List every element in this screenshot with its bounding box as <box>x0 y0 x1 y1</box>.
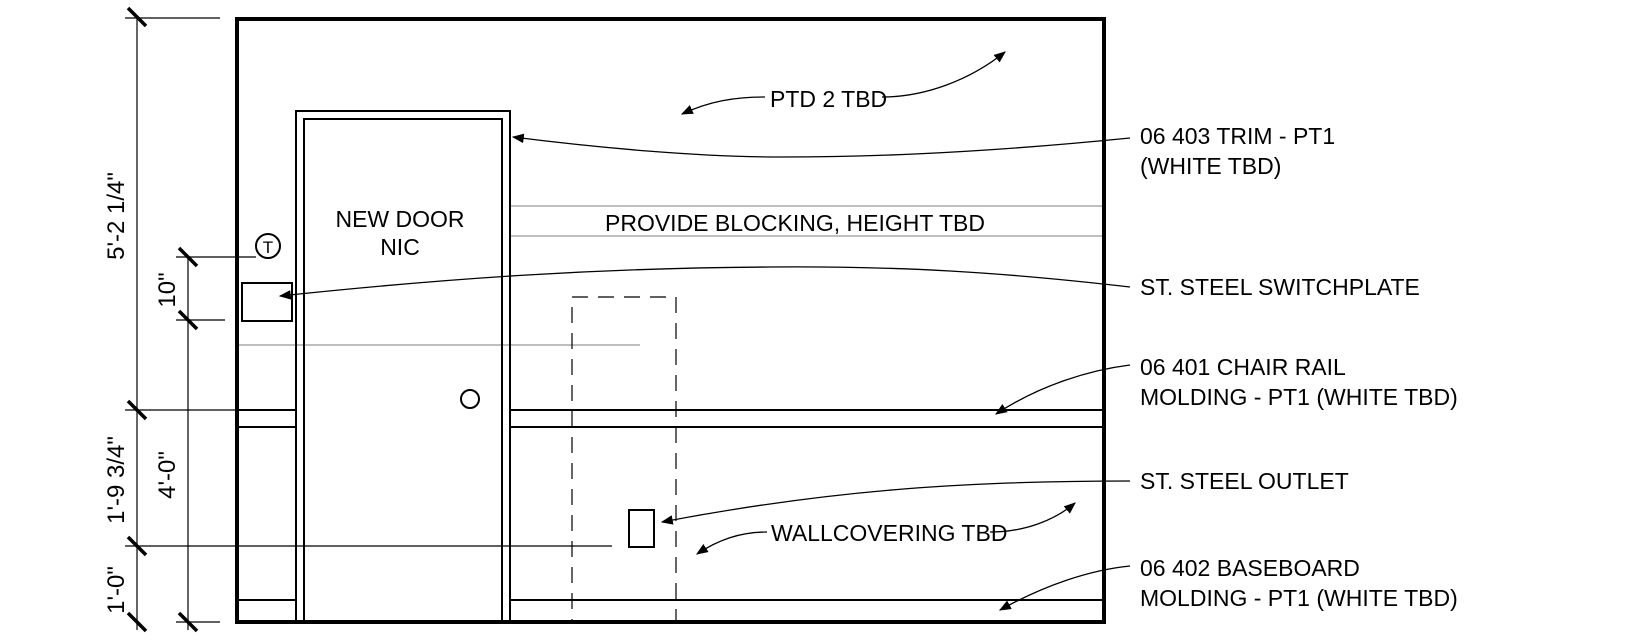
callout-trim-line2: (WHITE TBD) <box>1140 153 1281 179</box>
dim-chair-rail-to-outlet: 1'-9 3/4" <box>103 436 130 524</box>
dashed-panel-outline <box>571 296 677 623</box>
callout-trim-line1: 06 403 TRIM - PT1 <box>1140 123 1335 149</box>
note-paint: PTD 2 TBD <box>680 51 1006 115</box>
callout-outlet-text: ST. STEEL OUTLET <box>1140 468 1349 494</box>
callout-outlet: ST. STEEL OUTLET <box>660 468 1349 525</box>
door-label-line2: NIC <box>380 234 420 260</box>
dimension-tick <box>177 246 199 268</box>
door: NEW DOOR NIC <box>295 110 511 623</box>
outlet <box>628 509 655 548</box>
dimension-tick <box>177 611 199 633</box>
door-frame-inner <box>303 118 503 623</box>
callout-switchplate-text: ST. STEEL SWITCHPLATE <box>1140 274 1420 300</box>
switchplate <box>241 282 293 322</box>
dimension-tick <box>177 309 199 331</box>
note-wallcovering: WALLCOVERING TBD <box>696 502 1076 555</box>
door-label-line1: NEW DOOR <box>335 206 464 232</box>
note-paint-text: PTD 2 TBD <box>770 86 887 112</box>
thermostat-icon: T <box>255 233 281 259</box>
dimension-tick <box>126 611 148 633</box>
dim-floor-to-switch: 4'-0" <box>154 451 181 499</box>
dim-switch-height: 10" <box>154 272 181 307</box>
dimension-tick <box>126 399 148 421</box>
dim-outlet-to-floor: 1'-0" <box>103 566 130 614</box>
callout-baseboard-line1: 06 402 BASEBOARD <box>1140 555 1360 581</box>
chair-rail-molding <box>239 409 1102 428</box>
blocking-lines <box>239 205 1102 346</box>
dim-overall-upper: 5'-2 1/4" <box>103 172 130 260</box>
note-blocking-text: PROVIDE BLOCKING, HEIGHT TBD <box>605 210 985 236</box>
note-wallcovering-text: WALLCOVERING TBD <box>771 520 1007 546</box>
dimension-tick <box>126 535 148 557</box>
callout-trim: 06 403 TRIM - PT1 (WHITE TBD) <box>511 123 1335 179</box>
callout-chair-rail-line2: MOLDING - PT1 (WHITE TBD) <box>1140 384 1458 410</box>
callout-baseboard-line2: MOLDING - PT1 (WHITE TBD) <box>1140 585 1458 611</box>
svg-text:T: T <box>263 238 273 257</box>
door-frame-outer <box>295 110 511 623</box>
callout-chair-rail-line1: 06 401 CHAIR RAIL <box>1140 354 1346 380</box>
callout-chair-rail: 06 401 CHAIR RAIL MOLDING - PT1 (WHITE T… <box>994 354 1458 415</box>
door-knob-icon <box>460 389 480 409</box>
wall-outline <box>235 17 1106 624</box>
dimension-lines: 5'-2 1/4" 10" 1'-9 3/4" 4'-0" 1'-0" <box>103 6 612 633</box>
callout-baseboard: 06 402 BASEBOARD MOLDING - PT1 (WHITE TB… <box>998 555 1458 611</box>
dimension-tick <box>126 6 148 28</box>
callout-switchplate: ST. STEEL SWITCHPLATE <box>278 266 1420 300</box>
